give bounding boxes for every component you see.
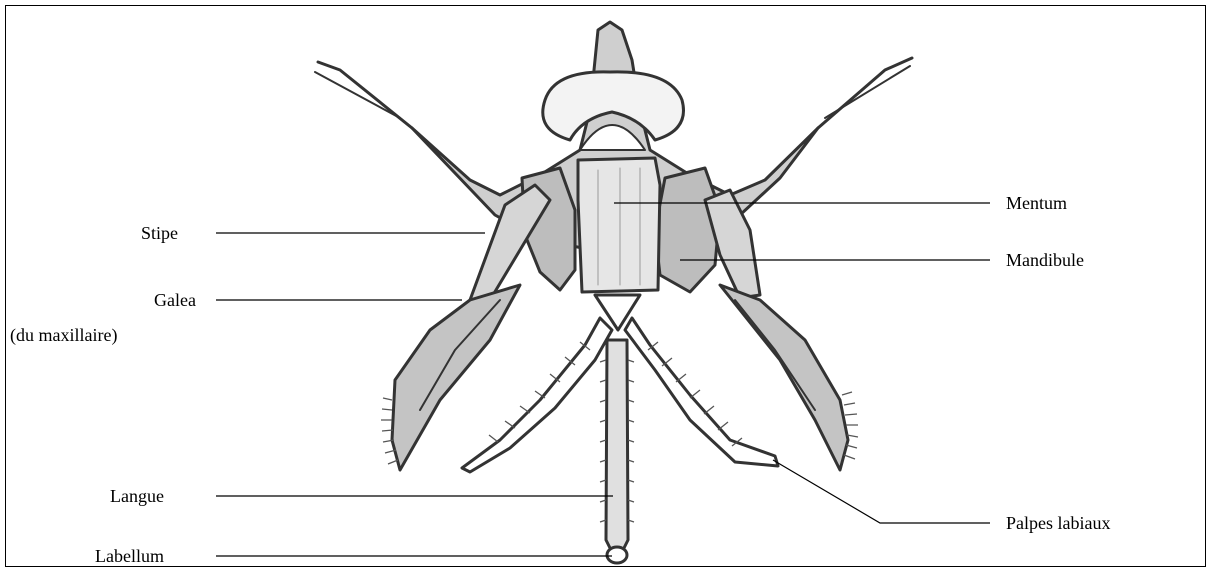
- mentum-plate: [578, 158, 660, 292]
- right-mandible-plate: [655, 168, 720, 292]
- right-palp-hairs: [648, 342, 742, 446]
- label-mentum: Mentum: [1006, 193, 1067, 213]
- right-antenna-stalk-inner: [825, 66, 910, 118]
- label-galea: Galea: [154, 290, 196, 310]
- label-stipe: Stipe: [141, 223, 178, 243]
- leader-palpes-labiaux: [773, 460, 990, 523]
- glossa: [606, 340, 628, 552]
- label-mandibule: Mandibule: [1006, 250, 1084, 270]
- left-antenna-stalk-inner: [315, 72, 400, 118]
- left-antenna-stalk: [318, 62, 412, 128]
- label-palpes-labiaux: Palpes labiaux: [1006, 513, 1110, 533]
- labellum-tip: [607, 547, 627, 563]
- label-galea-sub: (du maxillaire): [10, 325, 117, 345]
- right-labial-palp: [625, 318, 778, 466]
- label-labellum: Labellum: [95, 546, 164, 566]
- label-langue: Langue: [110, 486, 164, 506]
